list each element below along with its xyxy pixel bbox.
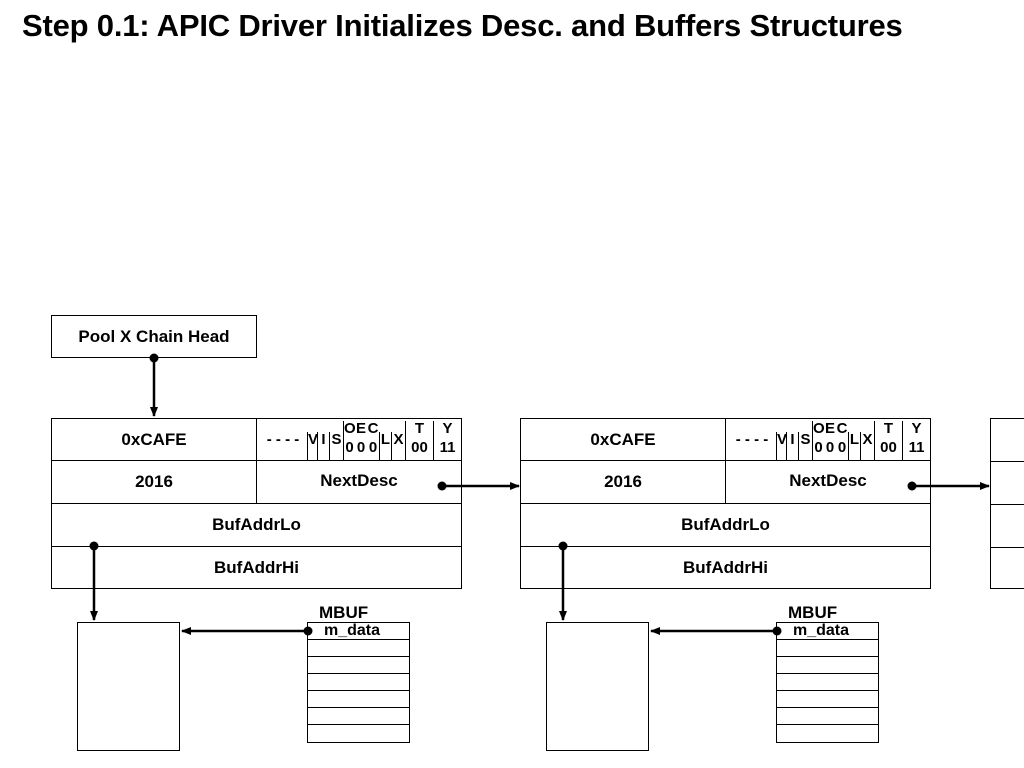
descriptor-1: 0xCAFE - - - - V I S O 0 E 0 C 0 L X T 0… [51, 418, 462, 589]
flag-o-bot: 0 [814, 439, 823, 456]
mbuf-row [777, 707, 878, 708]
flag-e-bot: 0 [825, 439, 835, 456]
flag-l: L [848, 432, 860, 460]
descriptor-flags: - - - - V I S O 0 E 0 C 0 L X T 00 Y 11 [257, 419, 461, 461]
mbuf-row [308, 639, 409, 640]
descriptor-buf-lo: BufAddrLo [521, 504, 930, 547]
descriptor-2: 0xCAFE - - - - V I S O 0 E 0 C 0 L X T 0… [520, 418, 931, 589]
mbuf-row [777, 656, 878, 657]
flag-t-top: T [874, 421, 902, 461]
flag-y-top: Y [902, 421, 930, 461]
flag-t-top: T [405, 421, 433, 461]
flag-dashes: - - - - [266, 431, 300, 448]
m-data-dot-2 [772, 626, 782, 636]
mbuf-1 [307, 622, 410, 743]
next-desc-dot-2 [907, 481, 917, 491]
descriptor-row-line [991, 547, 1024, 548]
flag-c-top: C [367, 420, 379, 437]
flag-y-bot: 11 [908, 439, 925, 456]
mbuf-label: MBUF [788, 603, 838, 622]
descriptor-buf-hi: BufAddrHi [214, 557, 299, 577]
mbuf-row [308, 656, 409, 657]
flag-t-bot: 00 [411, 439, 428, 456]
flag-o-bot: 0 [345, 439, 354, 456]
mbuf-row [308, 724, 409, 725]
mbuf-2 [776, 622, 879, 743]
descriptor-buf-hi: BufAddrHi [683, 557, 768, 577]
mbuf-row [777, 673, 878, 674]
descriptor-next: NextDesc [257, 461, 461, 504]
buf-addr-dot-1 [89, 541, 99, 551]
flag-s: S [329, 432, 343, 460]
mbuf-m-data-label: m_data [324, 622, 381, 639]
mbuf-row [308, 707, 409, 708]
buf-addr-dot-2 [558, 541, 568, 551]
descriptor-flags: - - - - V I S O 0 E 0 C 0 L X T 00 Y 11 [726, 419, 930, 461]
data-buffer-1 [77, 622, 180, 751]
descriptor-size: 2016 [52, 461, 257, 504]
chain-head-label: Pool X Chain Head [78, 326, 230, 346]
flag-e-top: E [355, 420, 366, 437]
chain-head-dot [149, 353, 159, 363]
flag-s: S [798, 432, 812, 460]
descriptor-row-line [991, 461, 1024, 462]
descriptor-magic: 0xCAFE [521, 419, 726, 461]
flag-v: V [776, 432, 787, 460]
descriptor-row-line [991, 504, 1024, 505]
mbuf-row [777, 690, 878, 691]
m-data-dot-1 [303, 626, 313, 636]
flag-c-bot: 0 [368, 439, 378, 456]
descriptor-size: 2016 [521, 461, 726, 504]
flag-x: X [391, 432, 405, 460]
flag-l: L [379, 432, 391, 460]
flag-i: I [317, 432, 329, 460]
page-title: Step 0.1: APIC Driver Initializes Desc. … [22, 8, 903, 43]
flag-v: V [307, 432, 318, 460]
descriptor-3-partial [990, 418, 1024, 589]
mbuf-m-data-label: m_data [793, 622, 850, 639]
flag-i: I [786, 432, 798, 460]
flag-y-top: Y [433, 421, 461, 461]
flag-t-bot: 00 [880, 439, 897, 456]
next-desc-dot-1 [437, 481, 447, 491]
flag-c-top: C [836, 420, 848, 437]
descriptor-next: NextDesc [726, 461, 930, 504]
data-buffer-2 [546, 622, 649, 751]
flag-o-top: O [343, 421, 356, 461]
descriptor-magic: 0xCAFE [52, 419, 257, 461]
mbuf-row [308, 690, 409, 691]
flag-dashes: - - - - [735, 431, 769, 448]
flag-e-top: E [824, 420, 835, 437]
flag-e-bot: 0 [356, 439, 366, 456]
flag-o-top: O [812, 421, 825, 461]
mbuf-label: MBUF [319, 603, 369, 622]
flag-c-bot: 0 [837, 439, 847, 456]
mbuf-row [777, 639, 878, 640]
flag-x: X [860, 432, 874, 460]
mbuf-row [308, 673, 409, 674]
mbuf-row [777, 724, 878, 725]
flag-y-bot: 11 [439, 439, 456, 456]
descriptor-buf-lo: BufAddrLo [52, 504, 461, 547]
